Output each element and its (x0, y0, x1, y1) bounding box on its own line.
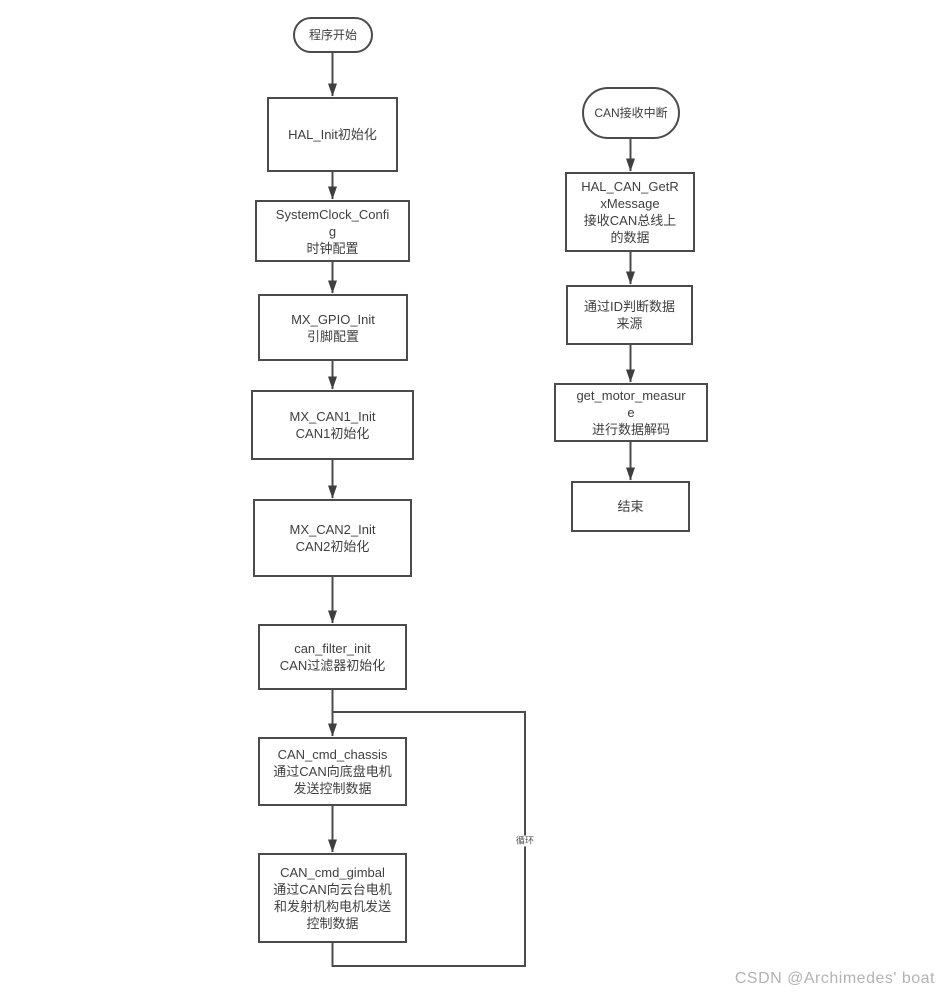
node-can-cmd-chassis: CAN_cmd_chassis 通过CAN向底盘电机 发送控制数据 (258, 737, 407, 806)
node-label-line: 通过CAN向底盘电机 (273, 764, 392, 779)
node-label-line: 程序开始 (308, 27, 357, 42)
node-label-line: MX_CAN2_Init (289, 522, 376, 537)
node-label-line: 来源 (616, 316, 643, 331)
node-can-cmd-gimbal: CAN_cmd_gimbal 通过CAN向云台电机 和发射机构电机发送 控制数据 (258, 853, 407, 943)
node-label-line: 通过ID判断数据 (583, 299, 675, 314)
node-mx-can2-init: MX_CAN2_Init CAN2初始化 (253, 499, 412, 577)
node-label-line: 结束 (617, 499, 644, 514)
node-label-line: HAL_Init初始化 (288, 127, 377, 142)
node-label-line: 引脚配置 (306, 328, 359, 344)
node-id-judge-source: 通过ID判断数据 来源 (566, 285, 693, 345)
node-label-line: CAN_cmd_gimbal (280, 865, 385, 880)
node-label-line: g (328, 223, 337, 239)
node-label-line: CAN2初始化 (295, 539, 370, 554)
node-get-motor-measure: get_motor_measur e 进行数据解码 (554, 383, 708, 442)
node-can-filter-init: can_filter_init CAN过滤器初始化 (258, 624, 407, 690)
node-label-line: 和发射机构电机发送 (273, 899, 391, 914)
node-label-line: CAN接收中断 (594, 105, 668, 120)
node-label-line: CAN1初始化 (295, 426, 370, 441)
node-can-rx-interrupt-start: CAN接收中断 (582, 87, 680, 139)
node-label-line: 通过CAN向云台电机 (273, 882, 392, 897)
node-end: 结束 (571, 481, 690, 532)
node-label-line: HAL_CAN_GetR (581, 179, 679, 194)
node-label-line: CAN_cmd_chassis (277, 747, 388, 762)
node-label-line: CAN过滤器初始化 (279, 658, 386, 673)
node-label-line: 进行数据解码 (591, 422, 670, 437)
node-mx-gpio-init: MX_GPIO_Init 引脚配置 (258, 294, 408, 361)
node-label-line: 发送控制数据 (293, 781, 372, 796)
node-system-clock-config: SystemClock_Confi g 时钟配置 (255, 200, 410, 262)
node-hal-can-getrxmessage: HAL_CAN_GetR xMessage 接收CAN总线上 的数据 (565, 172, 695, 252)
node-label-line: 控制数据 (306, 916, 359, 931)
node-label-line: can_filter_init (294, 641, 371, 656)
csdn-watermark: CSDN @Archimedes' boat (734, 970, 935, 987)
node-hal-init: HAL_Init初始化 (267, 97, 398, 172)
node-mx-can1-init: MX_CAN1_Init CAN1初始化 (251, 390, 414, 460)
node-program-start: 程序开始 (293, 17, 373, 53)
node-label-line: MX_GPIO_Init (291, 311, 375, 327)
node-label-line: 时钟配置 (306, 240, 359, 256)
node-label-line: SystemClock_Confi (275, 206, 390, 222)
node-label-line: 的数据 (610, 230, 650, 245)
node-label-line: get_motor_measur (576, 388, 686, 403)
node-label-line: xMessage (600, 196, 660, 211)
node-label-line: 接收CAN总线上 (583, 213, 677, 228)
loop-edge-label: 循环 (514, 835, 536, 847)
node-label-line: MX_CAN1_Init (289, 409, 376, 424)
node-label-line: e (627, 405, 635, 420)
